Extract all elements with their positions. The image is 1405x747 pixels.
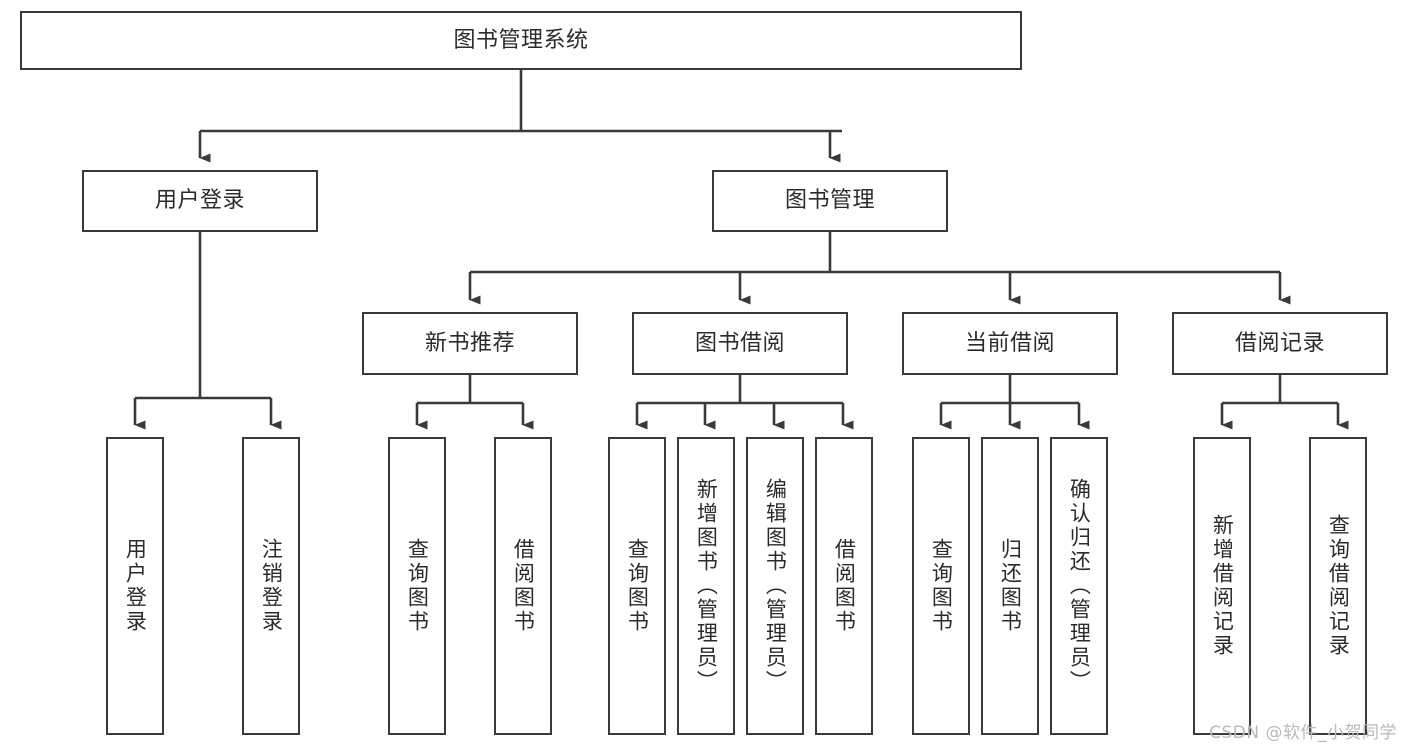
node-label: 图书管理 — [784, 188, 875, 214]
leaf-borrow-edit-book-admin[interactable]: 编辑图书（管理员） — [746, 437, 804, 735]
node-label: 编辑图书（管理员） — [763, 478, 788, 694]
node-user-login[interactable]: 用户登录 — [82, 170, 318, 232]
node-label: 新增借阅记录 — [1210, 514, 1235, 658]
node-label: 借阅记录 — [1234, 330, 1325, 356]
node-label: 查询图书 — [929, 538, 954, 634]
leaf-current-query-book[interactable]: 查询图书 — [912, 437, 970, 735]
node-borrow-record[interactable]: 借阅记录 — [1172, 312, 1388, 375]
node-label: 新书推荐 — [424, 330, 515, 356]
leaf-record-add-record[interactable]: 新增借阅记录 — [1193, 437, 1251, 735]
node-label: 归还图书 — [998, 538, 1023, 634]
node-label: 用户登录 — [154, 188, 245, 214]
csdn-watermark: CSDN @软件_小贺同学 — [1209, 723, 1397, 743]
leaf-borrow-query-book[interactable]: 查询图书 — [608, 437, 666, 735]
node-label: 查询图书 — [625, 538, 650, 634]
node-label: 注销登录 — [259, 538, 284, 634]
node-label: 借阅图书 — [511, 538, 536, 634]
node-label: 新增图书（管理员） — [694, 478, 719, 694]
leaf-borrow-add-book-admin[interactable]: 新增图书（管理员） — [677, 437, 735, 735]
node-book-borrow[interactable]: 图书借阅 — [632, 312, 848, 375]
leaf-current-return-book[interactable]: 归还图书 — [981, 437, 1039, 735]
node-label: 查询图书 — [405, 538, 430, 634]
node-new-book-recommend[interactable]: 新书推荐 — [362, 312, 578, 375]
leaf-recommend-borrow-book[interactable]: 借阅图书 — [494, 437, 552, 735]
node-book-management[interactable]: 图书管理 — [712, 170, 948, 232]
node-label: 确认归还（管理员） — [1067, 478, 1092, 694]
node-label: 用户登录 — [123, 538, 148, 634]
node-label: 图书管理系统 — [453, 27, 589, 53]
leaf-current-confirm-return-admin[interactable]: 确认归还（管理员） — [1050, 437, 1108, 735]
leaf-record-query-record[interactable]: 查询借阅记录 — [1309, 437, 1367, 735]
node-current-borrow[interactable]: 当前借阅 — [902, 312, 1118, 375]
node-label: 查询借阅记录 — [1326, 514, 1351, 658]
node-label: 当前借阅 — [964, 330, 1055, 356]
leaf-user-login-logout[interactable]: 注销登录 — [242, 437, 300, 735]
leaf-recommend-query-book[interactable]: 查询图书 — [388, 437, 446, 735]
leaf-borrow-borrow-book[interactable]: 借阅图书 — [815, 437, 873, 735]
node-label: 借阅图书 — [832, 538, 857, 634]
node-root-system[interactable]: 图书管理系统 — [20, 11, 1022, 70]
leaf-user-login-login[interactable]: 用户登录 — [106, 437, 164, 735]
node-label: 图书借阅 — [694, 330, 785, 356]
